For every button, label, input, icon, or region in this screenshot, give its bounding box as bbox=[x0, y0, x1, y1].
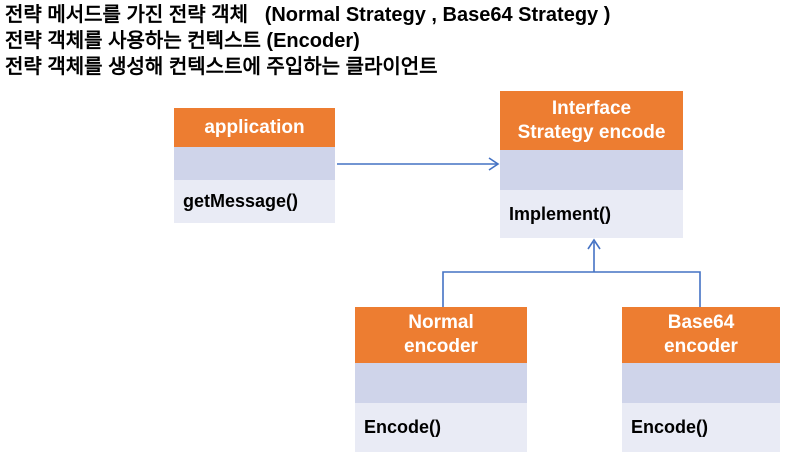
encoders-to-interface-inheritance-connector bbox=[442, 238, 701, 307]
class-attr-row-normal-encoder bbox=[355, 363, 527, 403]
class-name-base64-line2: encoder bbox=[664, 336, 738, 357]
class-header-base64-encoder: Base64 encoder bbox=[622, 307, 780, 363]
class-name-normal-line2: encoder bbox=[404, 336, 478, 357]
class-name-base64-line1: Base64 bbox=[667, 312, 735, 334]
class-name-application: application bbox=[204, 116, 305, 138]
class-header-interface-strategy: Interface Strategy encode bbox=[500, 91, 683, 150]
class-header-normal-encoder: Normal encoder bbox=[355, 307, 527, 363]
method-label-implement: Implement() bbox=[509, 203, 612, 224]
application-to-interface-arrow bbox=[337, 157, 500, 171]
class-box-interface-strategy: Interface Strategy encode Implement() bbox=[500, 91, 683, 238]
method-label-encode-base64: Encode() bbox=[631, 417, 709, 437]
class-name-normal-line1: Normal bbox=[408, 312, 474, 334]
class-name-interface-line2: Strategy encode bbox=[517, 121, 666, 143]
class-attr-row-base64-encoder bbox=[622, 363, 780, 403]
class-box-normal-encoder: Normal encoder Encode() bbox=[355, 307, 527, 452]
class-box-application: application getMessage() bbox=[174, 108, 335, 223]
caption-line-client: 전략 객체를 생성해 컨텍스트에 주입하는 클라이언트 bbox=[5, 56, 438, 78]
method-label-encode-normal: Encode() bbox=[364, 417, 442, 437]
class-name-interface-line1: Interface bbox=[551, 97, 632, 119]
method-label-getmessage: getMessage() bbox=[183, 191, 299, 211]
class-box-base64-encoder: Base64 encoder Encode() bbox=[622, 307, 780, 452]
caption-line-strategy-objects: 전략 메서드를 가진 전략 객체 (Normal Strategy , Base… bbox=[5, 4, 611, 26]
class-method-row-base64-encoder: Encode() bbox=[622, 403, 780, 452]
class-method-row-interface-strategy: Implement() bbox=[500, 190, 683, 238]
class-method-row-normal-encoder: Encode() bbox=[355, 403, 527, 452]
class-attr-row-application bbox=[174, 147, 335, 180]
class-attr-row-interface-strategy bbox=[500, 150, 683, 190]
diagram-caption: 전략 메서드를 가진 전략 객체 (Normal Strategy , Base… bbox=[5, 2, 610, 80]
caption-line-context: 전략 객체를 사용하는 컨텍스트 (Encoder) bbox=[5, 30, 360, 52]
class-method-row-application: getMessage() bbox=[174, 180, 335, 223]
class-header-application: application bbox=[174, 108, 335, 147]
